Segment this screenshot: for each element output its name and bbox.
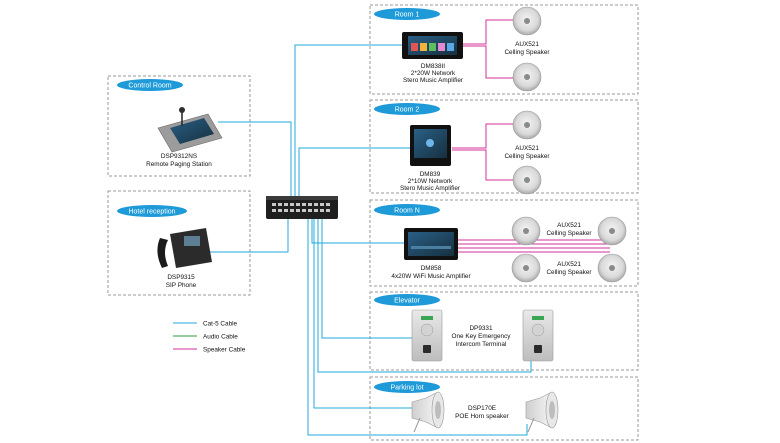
roomN-speaker-name-b: AUX521 (557, 261, 581, 268)
room1-speaker-desc: Celling Speaker (504, 49, 550, 56)
ceiling-speaker-roomN-2 (597, 216, 627, 246)
zone-control-border (107, 75, 251, 177)
dm838ii-name: DM838II (421, 63, 445, 70)
dsp9312ns-name: DSP9312NS (161, 153, 197, 160)
intercom-terminal-1 (411, 309, 443, 362)
dm858-desc1: 4x20W WiFi Music Amplifier (391, 273, 471, 280)
dm838ii-amplifier (402, 32, 463, 59)
dm858-name: DM858 (421, 265, 442, 272)
zone-tag-hotel-text: Hotel reception (128, 209, 175, 216)
dm839-desc2: Stero Music Amplifier (400, 185, 461, 192)
dsp9315-name: DSP9315 (167, 274, 195, 281)
dp9331-desc2: Intercom Terminal (456, 341, 507, 348)
roomN-speaker-name-a: AUX521 (557, 222, 581, 229)
dm839-name: DM839 (420, 171, 441, 178)
intercom-terminal-2 (522, 309, 554, 362)
zone-tag-roomN-text: Room N (394, 208, 420, 215)
ceiling-speaker-roomN-3 (511, 253, 541, 283)
zone-elevator-border (369, 291, 639, 371)
ceiling-speaker-room2-top (512, 110, 542, 140)
ceiling-speaker-roomN-1 (511, 216, 541, 246)
dm838ii-desc1: 2*20W Network (411, 70, 456, 77)
dm839-desc1: 2*10W Network (408, 178, 453, 185)
paging-station (157, 107, 223, 153)
roomN-speaker-desc-a: Celling Speaker (546, 230, 592, 237)
zone-hotel-border (107, 190, 251, 296)
legend-speaker-label: Speaker Cable (203, 347, 246, 354)
legend: Cat-5 Cable Audio Cable Speaker Cable (173, 321, 246, 354)
horn-speaker-2 (525, 391, 559, 433)
ceiling-speaker-roomN-4 (597, 253, 627, 283)
dsp9312ns-desc1: Remote Paging Station (146, 161, 212, 168)
ceiling-speaker-room1-bottom (512, 62, 542, 92)
ceiling-speaker-room2-bottom (512, 165, 542, 195)
room1-speaker-name: AUX521 (515, 41, 539, 48)
dsp9315-desc1: SIP Phone (166, 282, 197, 289)
dsp170e-name: DSP170E (468, 405, 496, 412)
ceiling-speaker-room1-top (512, 6, 542, 36)
dm839-amplifier (410, 125, 451, 166)
zone-tag-control: Control Room (117, 79, 183, 91)
dsp170e-desc1: POE Horn speaker (455, 413, 510, 420)
cat5-cables (202, 44, 532, 436)
zone-tag-room2: Room 2 (374, 103, 440, 115)
zone-tag-elevator-text: Elevator (394, 298, 420, 305)
zone-tag-room1-text: Room 1 (395, 12, 420, 19)
zone-tag-elevator: Elevator (374, 294, 440, 306)
zone-room2-border (369, 99, 639, 194)
dp9331-name: DP9331 (469, 325, 493, 332)
dm838ii-desc2: Stero Music Amplifier (403, 77, 464, 84)
network-switch (266, 196, 338, 219)
zone-room1-border (369, 4, 639, 95)
room2-speaker-name: AUX521 (515, 145, 539, 152)
sip-phone (157, 228, 212, 268)
horn-speaker-1 (411, 391, 445, 433)
zone-tag-roomN: Room N (374, 204, 440, 216)
zone-tag-hotel: Hotel reception (117, 205, 187, 217)
dp9331-desc1: One Key Emergency (452, 333, 512, 340)
roomN-speaker-desc-b: Celling Speaker (546, 269, 592, 276)
zone-tag-room2-text: Room 2 (395, 107, 420, 114)
legend-audio-label: Audio Cable (203, 334, 238, 341)
zone-tag-parking-text: Parking lot (390, 385, 423, 392)
zone-tag-room1: Room 1 (374, 8, 440, 20)
dm858-amplifier (404, 228, 458, 260)
room2-speaker-desc: Celling Speaker (504, 153, 550, 160)
legend-cat5-label: Cat-5 Cable (203, 321, 238, 328)
speaker-cables (452, 19, 610, 253)
zone-tag-control-text: Control Room (128, 83, 171, 90)
zone-tag-parking: Parking lot (374, 381, 440, 393)
